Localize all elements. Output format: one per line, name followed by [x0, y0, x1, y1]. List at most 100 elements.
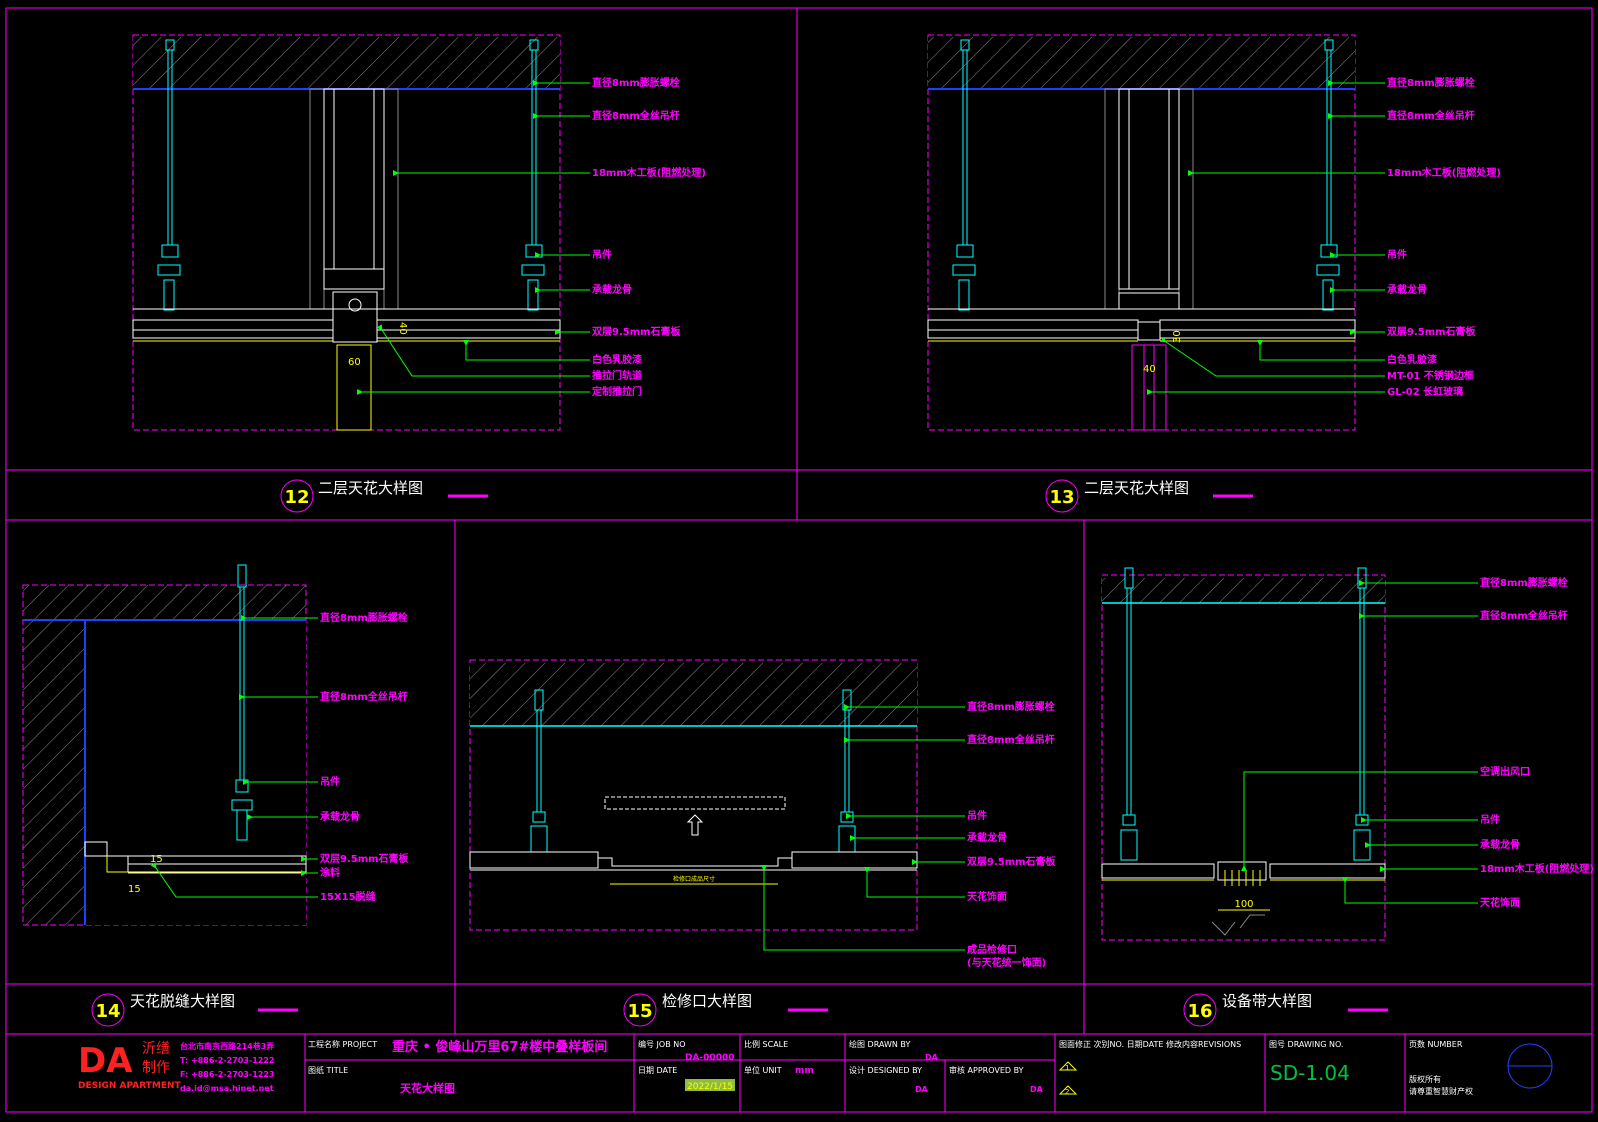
dim-100: 100	[1234, 899, 1253, 910]
date-label: 日期 DATE	[638, 1066, 677, 1075]
label-expansion-bolt: 直径8mm膨胀螺栓	[967, 700, 1055, 713]
drawingno-value: SD-1.04	[1270, 1061, 1350, 1085]
label-coating: 涂料	[320, 866, 340, 879]
company-address: 台北市南京西路214巷3弄	[180, 1041, 274, 1051]
label-plywood: 18mm木工板(阻燃处理)	[1387, 166, 1501, 179]
detail-13-title: 二层天花大样图	[1084, 479, 1189, 497]
logo-cn-2: 制作	[142, 1060, 170, 1076]
rev-1: 1	[1065, 1064, 1069, 1072]
label-ceiling-finish: 天花饰面	[967, 890, 1007, 903]
label-expansion-bolt: 直径8mm膨胀螺栓	[1480, 576, 1568, 589]
unit-label: 单位 UNIT	[744, 1065, 782, 1075]
label-door-track: 推拉门轨道	[592, 369, 642, 382]
page-label: 页数 NUMBER	[1409, 1039, 1463, 1049]
label-plywood: 18mm木工板(阻燃处理)	[1480, 862, 1594, 875]
dim-40: 40	[397, 322, 408, 335]
label-main-runner: 承载龙骨	[320, 810, 360, 823]
dim-15-v: 15	[150, 854, 163, 865]
label-ac-outlet: 空调出风口	[1480, 765, 1530, 778]
label-hanger: 吊件	[320, 775, 340, 788]
detail-15-title: 检修口大样图	[662, 992, 752, 1010]
label-ceiling-finish: 天花饰面	[1480, 896, 1520, 909]
scale-label: 比例 SCALE	[744, 1039, 788, 1049]
label-hanger: 吊件	[1480, 813, 1500, 826]
dim-access-panel: 检修口成品尺寸	[673, 875, 715, 883]
label-gypsum-board: 双层9.5mm石膏板	[320, 852, 410, 865]
jobno-label: 编号 JOB NO	[638, 1039, 686, 1049]
detail-15-number: 15	[627, 1001, 652, 1022]
detail-12-number: 12	[284, 487, 309, 508]
label-glass: GL-02 长虹玻璃	[1387, 385, 1463, 398]
designed-label: 设计 DESIGNED BY	[849, 1065, 922, 1075]
detail-16-title: 设备带大样图	[1222, 992, 1312, 1010]
detail-13: 40 30 直径8mm膨胀螺栓 直径8mm全丝吊杆 18mm木工板(阻燃处理) …	[927, 34, 1501, 513]
detail-14-title: 天花脱缝大样图	[130, 992, 235, 1010]
revisions-label: 图面修正 次别NO. 日期DATE 修改内容REVISIONS	[1059, 1039, 1241, 1049]
company-email: da.id@msa.hinet.net	[180, 1084, 274, 1093]
sheet-frame	[5, 7, 1593, 1113]
company-logo: DA 沂缮 制作 DESIGN APARTMENT	[78, 1041, 182, 1091]
label-steel-frame: MT-01 不锈钢边框	[1387, 369, 1474, 382]
label-sliding-door: 定制推拉门	[592, 385, 642, 398]
project-value: 重庆 • 俊峰山万里67#楼中叠样板间	[392, 1039, 607, 1055]
label-gypsum-board: 双层9.5mm石膏板	[967, 855, 1057, 868]
dim-60: 60	[348, 357, 361, 368]
label-hanger: 吊件	[592, 248, 612, 261]
detail-12: 60 40 直径8mm膨胀螺栓 直径8mm全丝吊杆 18mm木工板(阻燃处理) …	[132, 34, 706, 513]
copyright-2: 请尊重智慧财产权	[1409, 1086, 1473, 1096]
detail-15: 检修口成品尺寸 直径8mm膨胀螺栓 直径8mm全丝吊杆 吊件 承载龙骨 双层9.…	[469, 659, 1057, 1027]
copyright-1: 版权所有	[1409, 1074, 1441, 1084]
drawn-value: DA	[925, 1053, 939, 1062]
label-access-panel: 成品检修口	[967, 943, 1017, 956]
title-block: DA 沂缮 制作 DESIGN APARTMENT 台北市南京西路214巷3弄 …	[78, 1034, 1553, 1112]
label-hanger-rod: 直径8mm全丝吊杆	[592, 109, 680, 122]
detail-16: 100 直径8mm膨胀螺栓 直径8mm全丝吊杆 空调出风口 吊件 承载龙骨 18…	[1101, 567, 1594, 1027]
date-value: 2022/1/15	[687, 1082, 733, 1092]
detail-14-labels: 直径8mm膨胀螺栓 直径8mm全丝吊杆 吊件 承载龙骨 双层9.5mm石膏板 涂…	[320, 611, 410, 903]
label-hanger-rod: 直径8mm全丝吊杆	[320, 690, 408, 703]
detail-14: 15 15 直径8mm膨胀螺栓 直径8mm全丝吊杆 吊件 承载龙骨 双层9.5m…	[22, 564, 410, 1027]
detail-14-number: 14	[95, 1001, 120, 1022]
dim-40: 40	[1143, 364, 1156, 375]
label-access-panel-note: (与天花统一饰面)	[967, 956, 1046, 969]
project-label: 工程名称 PROJECT	[308, 1039, 377, 1049]
label-latex-paint: 白色乳胶漆	[592, 353, 642, 366]
approved-label: 审核 APPROVED BY	[949, 1065, 1024, 1075]
detail-13-labels: 直径8mm膨胀螺栓 直径8mm全丝吊杆 18mm木工板(阻燃处理) 吊件 承载龙…	[1387, 76, 1501, 398]
detail-12-labels: 直径8mm膨胀螺栓 直径8mm全丝吊杆 18mm木工板(阻燃处理) 吊件 承载龙…	[592, 76, 706, 398]
drawingno-label: 图号 DRAWING NO.	[1269, 1040, 1343, 1049]
logo-en: DESIGN APARTMENT	[78, 1081, 182, 1091]
logo-cn-1: 沂缮	[142, 1041, 170, 1057]
dim-15-h: 15	[128, 884, 141, 895]
dim-30: 30	[1172, 330, 1183, 343]
label-hanger-rod: 直径8mm全丝吊杆	[1480, 609, 1568, 622]
label-main-runner: 承载龙骨	[1387, 283, 1427, 296]
label-expansion-bolt: 直径8mm膨胀螺栓	[320, 611, 408, 624]
label-gypsum-board: 双层9.5mm石膏板	[1387, 325, 1477, 338]
label-hanger: 吊件	[1387, 248, 1407, 261]
rev-2: 2	[1065, 1088, 1069, 1096]
logo-mark: DA	[78, 1041, 133, 1081]
label-gypsum-board: 双层9.5mm石膏板	[592, 325, 682, 338]
drawn-label: 绘图 DRAWN BY	[849, 1039, 910, 1049]
jobno-value: DA-00000	[685, 1053, 734, 1063]
detail-16-labels: 直径8mm膨胀螺栓 直径8mm全丝吊杆 空调出风口 吊件 承载龙骨 18mm木工…	[1480, 576, 1594, 909]
label-plywood: 18mm木工板(阻燃处理)	[592, 166, 706, 179]
company-fax: F: +886-2-2703-1223	[180, 1070, 274, 1079]
detail-12-title: 二层天花大样图	[318, 479, 423, 497]
company-tel: T: +886-2-2703-1222	[180, 1056, 274, 1065]
detail-15-labels: 直径8mm膨胀螺栓 直径8mm全丝吊杆 吊件 承载龙骨 双层9.5mm石膏板 天…	[967, 700, 1057, 969]
label-main-runner: 承载龙骨	[592, 283, 632, 296]
label-hanger-rod: 直径8mm全丝吊杆	[967, 733, 1055, 746]
title-label: 图纸 TITLE	[308, 1065, 348, 1075]
label-main-runner: 承载龙骨	[967, 831, 1007, 844]
title-value: 天花大样图	[400, 1081, 455, 1095]
label-reveal-joint: 15X15脱缝	[320, 890, 376, 903]
detail-13-number: 13	[1049, 487, 1074, 508]
unit-value: mm	[795, 1066, 814, 1076]
approved-value: DA	[1030, 1085, 1044, 1094]
label-expansion-bolt: 直径8mm膨胀螺栓	[1387, 76, 1475, 89]
label-main-runner: 承载龙骨	[1480, 838, 1520, 851]
